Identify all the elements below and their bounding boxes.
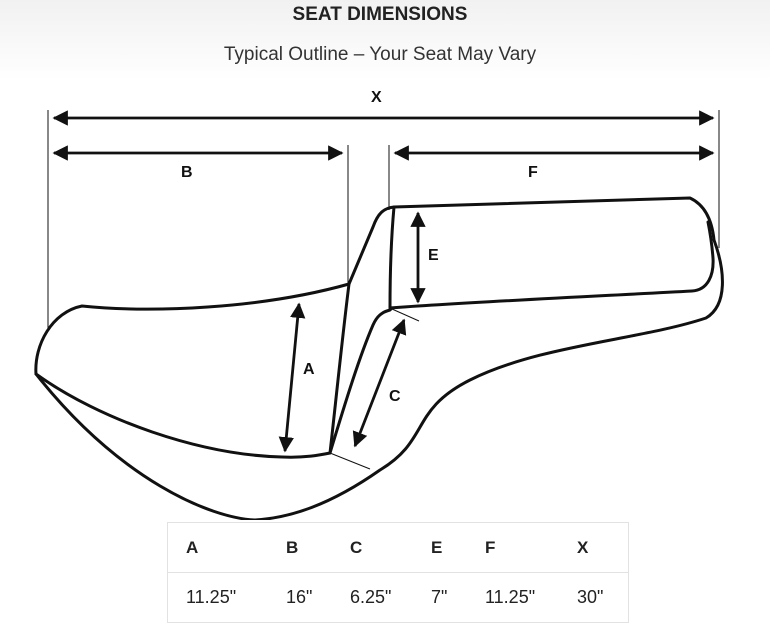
header-b: B [286, 537, 299, 557]
label-x: X [371, 89, 382, 106]
seat-outline-diagram: X B F E A C [34, 89, 724, 520]
table-values-row: 11.25" 16" 6.25" 7" 11.25" 30" [167, 572, 629, 623]
header-a: A [186, 537, 199, 557]
seat-outline [34, 196, 724, 520]
seat-passenger-line [388, 220, 715, 310]
dimension-c-arrow [352, 318, 407, 448]
header-x: X [577, 537, 589, 557]
page-subtitle: Typical Outline – Your Seat May Vary [223, 44, 537, 65]
table-header-row: A B C E F X [168, 523, 629, 573]
value-f: 11.25" [485, 572, 577, 623]
seat-front-edge [328, 282, 351, 455]
label-f: F [528, 164, 538, 181]
label-b: B [181, 164, 193, 181]
value-e: 7" [431, 572, 485, 623]
value-b: 16" [286, 572, 350, 623]
dimension-a-arrow [278, 302, 306, 453]
header-e: E [431, 537, 443, 557]
seat-base-curve [34, 372, 332, 459]
page-title: SEAT DIMENSIONS [292, 4, 468, 25]
header-f: F [485, 537, 496, 557]
value-x: 30" [577, 572, 629, 623]
seat-back-edge [388, 205, 396, 310]
value-a: 11.25" [167, 572, 286, 623]
label-a: A [303, 361, 315, 378]
value-c: 6.25" [350, 572, 431, 623]
label-e: E [428, 247, 439, 264]
header-c: C [350, 537, 363, 557]
label-c: C [389, 388, 401, 405]
dimensions-table: A B C E F X 11.25" 16" 6.25" 7" 11.25" 3… [167, 522, 629, 623]
